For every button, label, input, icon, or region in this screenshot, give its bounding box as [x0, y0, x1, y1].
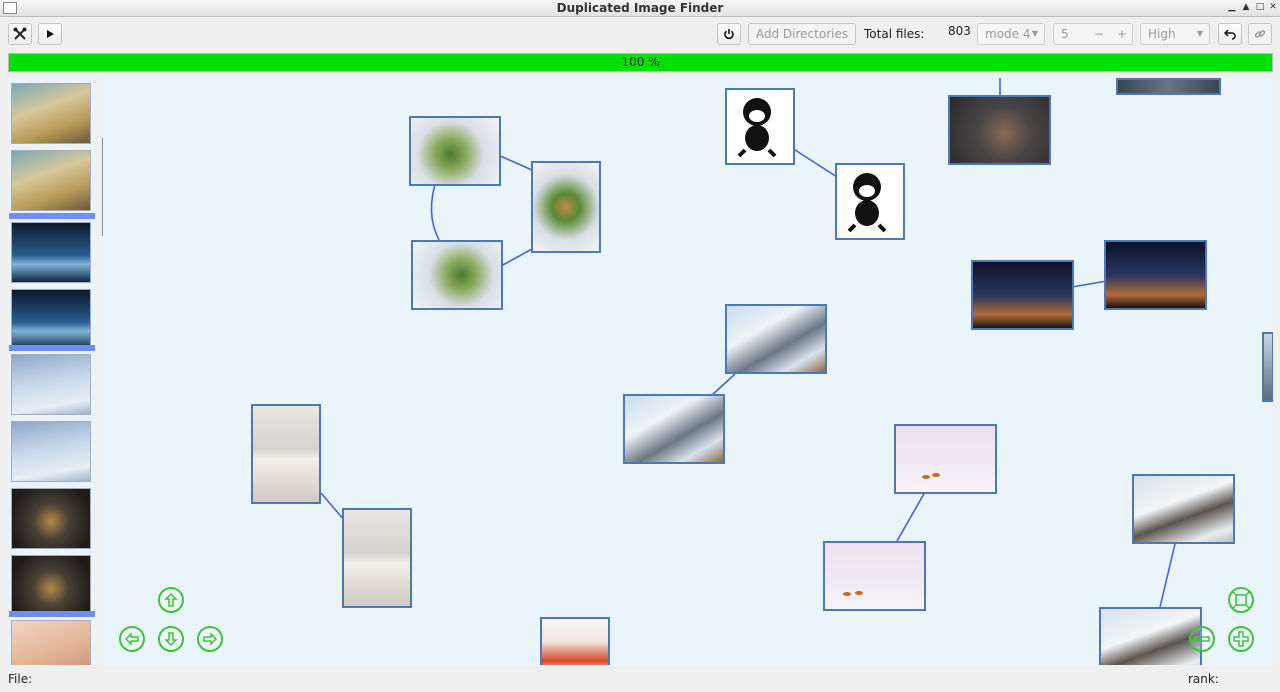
image-node[interactable]: [411, 240, 503, 310]
image-node[interactable]: [1132, 474, 1235, 544]
image-node[interactable]: [894, 424, 997, 494]
image-node[interactable]: [835, 163, 905, 240]
image-node[interactable]: [1116, 78, 1221, 95]
chevron-down-icon: ▼: [1196, 29, 1203, 38]
thumbnail-item[interactable]: [11, 555, 91, 616]
quality-select[interactable]: High ▼: [1140, 23, 1210, 45]
image-node[interactable]: [971, 260, 1074, 330]
image-node[interactable]: [823, 541, 926, 611]
graph-edge: [430, 177, 440, 241]
zoom-out-button[interactable]: [1189, 626, 1215, 652]
image-node[interactable]: [725, 304, 827, 374]
status-bar: File: rank:: [0, 668, 1280, 692]
maximize-icon[interactable]: □: [1255, 2, 1265, 12]
pan-left-button[interactable]: [119, 626, 145, 652]
restore-icon[interactable]: ▲: [1242, 2, 1250, 12]
rank-label: rank:: [1188, 672, 1219, 686]
graph-edge: [500, 248, 533, 267]
cartoon-cat-icon: [737, 98, 777, 158]
fit-view-button[interactable]: [1228, 587, 1254, 613]
thumbnail-item[interactable]: [11, 421, 91, 482]
group-separator: [9, 611, 95, 617]
toolbar: Add Directories Total files: 803 mode 4 …: [0, 17, 1280, 52]
mode-select-value: mode 4: [985, 27, 1031, 41]
thumbnail-item[interactable]: [11, 222, 91, 283]
image-node[interactable]: [409, 116, 501, 186]
graph-edges: [320, 78, 1176, 608]
image-node[interactable]: [1099, 607, 1202, 665]
pan-right-button[interactable]: [197, 626, 223, 652]
total-files-value: 803: [948, 24, 971, 38]
play-icon: [47, 30, 54, 38]
chevron-down-icon: ▼: [1031, 29, 1038, 38]
birds-icon: [922, 473, 940, 479]
arrow-up-icon: [164, 592, 178, 607]
arrow-right-icon: [203, 632, 218, 646]
arrow-left-icon: [124, 632, 139, 646]
mode-select[interactable]: mode 4 ▼: [977, 23, 1045, 45]
close-icon[interactable]: ✕: [1269, 2, 1277, 12]
arrow-down-icon: [164, 632, 178, 647]
thumbnail-item[interactable]: [11, 289, 91, 350]
thumbnail-item[interactable]: [11, 150, 91, 211]
group-separator: [9, 213, 95, 219]
graph-edge: [791, 147, 838, 178]
image-node[interactable]: [948, 95, 1051, 165]
image-node[interactable]: [342, 508, 412, 608]
zoom-in-icon: [1233, 631, 1249, 647]
threshold-spinbox[interactable]: 5 − +: [1053, 23, 1133, 45]
birds-icon: [843, 591, 863, 596]
pan-up-button[interactable]: [158, 587, 184, 613]
thumbnail-item[interactable]: [11, 488, 91, 549]
add-directories-button[interactable]: Add Directories: [748, 23, 856, 45]
graph-edge: [1159, 543, 1176, 608]
minimize-icon[interactable]: ▁: [1228, 2, 1236, 12]
group-separator: [9, 345, 95, 351]
decrement-icon[interactable]: −: [1094, 27, 1105, 41]
image-node[interactable]: [623, 394, 725, 464]
tools-icon: [13, 27, 27, 40]
zoom-out-icon: [1194, 636, 1210, 642]
image-node[interactable]: [540, 617, 610, 665]
duplicate-list[interactable]: [8, 78, 96, 665]
graph-edge: [896, 491, 926, 542]
link-icon: [1254, 30, 1266, 38]
progress-label: 100 %: [621, 55, 660, 69]
app-icon: [3, 2, 17, 14]
window-title: Duplicated Image Finder: [556, 1, 724, 15]
image-node[interactable]: [251, 404, 321, 504]
cartoon-cat-icon: [847, 173, 887, 233]
graph-edge: [1071, 280, 1108, 288]
undo-icon: [1224, 29, 1236, 40]
total-files-label: Total files:: [864, 27, 925, 41]
link-button[interactable]: [1248, 23, 1272, 45]
graph-edge: [710, 373, 736, 397]
power-icon: [724, 29, 734, 40]
progress-bar: 100 %: [8, 53, 1273, 72]
pan-down-button[interactable]: [158, 626, 184, 652]
image-node[interactable]: [531, 161, 601, 253]
graph-edge: [497, 154, 533, 171]
thumbnail-item[interactable]: [11, 83, 91, 144]
thumbnail-item[interactable]: [11, 620, 91, 665]
image-node[interactable]: [1104, 240, 1207, 310]
file-label: File:: [8, 672, 33, 686]
zoom-in-button[interactable]: [1228, 626, 1254, 652]
title-bar: Duplicated Image Finder ▁ ▲ □ ✕: [0, 0, 1280, 17]
image-node[interactable]: [725, 88, 795, 165]
fit-screen-icon: [1232, 591, 1250, 609]
thumbnail-item[interactable]: [11, 354, 91, 415]
settings-button[interactable]: [8, 23, 32, 45]
reset-button[interactable]: [717, 23, 741, 45]
start-button[interactable]: [38, 23, 62, 45]
graph-edge: [320, 492, 346, 522]
quality-select-value: High: [1148, 27, 1176, 41]
image-node[interactable]: [1262, 332, 1273, 402]
similarity-graph[interactable]: [103, 78, 1273, 665]
threshold-value: 5: [1061, 27, 1069, 41]
increment-icon[interactable]: +: [1117, 27, 1128, 41]
undo-button[interactable]: [1218, 23, 1242, 45]
